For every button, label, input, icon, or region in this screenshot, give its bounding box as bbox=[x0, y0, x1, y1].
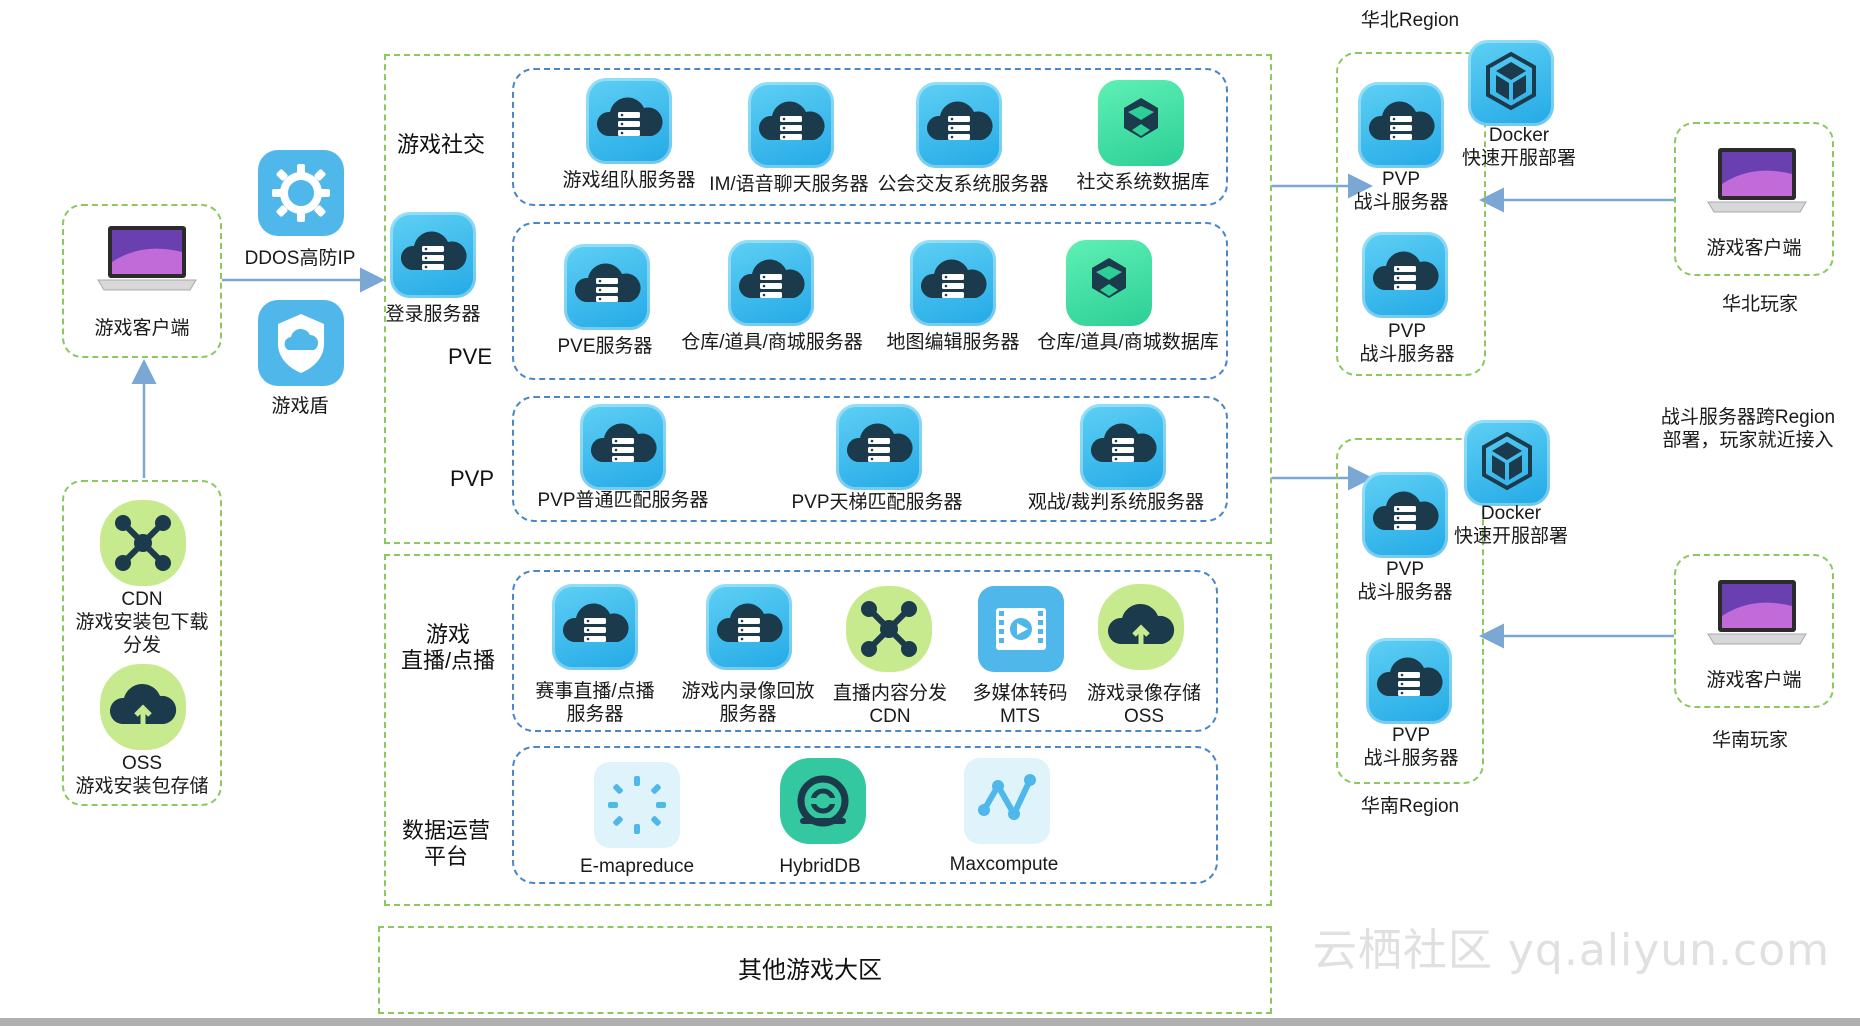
live-item-0: 赛事直播/点播 服务器 bbox=[535, 681, 655, 725]
pvp-title: PVP bbox=[449, 466, 495, 491]
mts-icon bbox=[978, 586, 1064, 672]
south-player-label: 华南玩家 bbox=[1711, 730, 1788, 751]
pvp-box bbox=[512, 396, 1228, 522]
replay-server-icon bbox=[706, 584, 792, 670]
data-item-0: E-mapreduce bbox=[579, 856, 695, 877]
social-item-3: 社交系统数据库 bbox=[1076, 172, 1210, 193]
north-region-box bbox=[1336, 52, 1486, 376]
pve-title: PVE bbox=[447, 344, 493, 369]
south-pvp-2-icon bbox=[1366, 638, 1452, 724]
hybriddb-icon bbox=[780, 758, 866, 844]
cdn-icon bbox=[100, 500, 186, 586]
install-box bbox=[62, 480, 222, 806]
maxcompute-icon bbox=[964, 758, 1050, 844]
ddos-icon bbox=[258, 150, 344, 236]
live-cdn-icon bbox=[846, 586, 932, 672]
laptop-icon bbox=[92, 222, 202, 302]
pve-box bbox=[512, 222, 1228, 380]
live-item-1: 游戏内录像回放 服务器 bbox=[681, 681, 815, 725]
warehouse-db-icon bbox=[1066, 240, 1152, 326]
warehouse-server-icon bbox=[728, 240, 814, 326]
social-box bbox=[512, 68, 1228, 206]
social-item-2: 公会交友系统服务器 bbox=[877, 174, 1049, 195]
region-note: 战斗服务器跨Region 部署，玩家就近接入 bbox=[1660, 407, 1836, 451]
live-item-4: 游戏录像存储 OSS bbox=[1086, 683, 1201, 727]
south-pvp-1-label: PVP 战斗服务器 bbox=[1357, 559, 1453, 603]
south-client-label: 游戏客户端 bbox=[1706, 670, 1802, 691]
south-region-label: 华南Region bbox=[1360, 796, 1460, 817]
south-pvp-2-label: PVP 战斗服务器 bbox=[1363, 725, 1459, 769]
north-docker-label: Docker 快速开服部署 bbox=[1461, 125, 1576, 169]
live-server-icon bbox=[552, 584, 638, 670]
social-item-0: 游戏组队服务器 bbox=[562, 170, 696, 191]
client-box-left bbox=[62, 204, 222, 358]
other-region-box bbox=[378, 926, 1272, 1014]
data-item-1: HybridDB bbox=[779, 856, 861, 877]
north-player-label: 华北玩家 bbox=[1721, 294, 1798, 315]
pve-item-3: 仓库/道具/商城数据库 bbox=[1037, 332, 1219, 353]
north-pvp-2-icon bbox=[1362, 232, 1448, 318]
bottom-scroll-edge bbox=[0, 1018, 1860, 1026]
guild-server-icon bbox=[916, 82, 1002, 168]
login-server-label: 登录服务器 bbox=[385, 304, 481, 325]
north-client-label: 游戏客户端 bbox=[1706, 238, 1802, 259]
oss-replay-icon bbox=[1098, 584, 1184, 670]
north-pvp-2-label: PVP 战斗服务器 bbox=[1359, 321, 1455, 365]
north-region-label: 华北Region bbox=[1360, 10, 1460, 31]
south-region-box bbox=[1336, 438, 1484, 784]
data-box bbox=[512, 746, 1218, 884]
pve-item-2: 地图编辑服务器 bbox=[886, 332, 1020, 353]
live-box bbox=[512, 570, 1218, 732]
login-server-icon bbox=[390, 212, 476, 298]
data-title: 数据运营 平台 bbox=[401, 818, 490, 869]
pve-item-1: 仓库/道具/商城服务器 bbox=[681, 332, 863, 353]
south-pvp-1-icon bbox=[1362, 472, 1448, 558]
north-client-box bbox=[1674, 122, 1834, 276]
pvp-ladder-icon bbox=[836, 404, 922, 490]
watermark: 云栖社区 yq.aliyun.com bbox=[1312, 925, 1830, 976]
pvp-item-0: PVP普通匹配服务器 bbox=[537, 490, 709, 511]
south-docker-label: Docker 快速开服部署 bbox=[1453, 503, 1568, 547]
south-docker-icon bbox=[1464, 420, 1550, 506]
other-title: 其他游戏大区 bbox=[738, 957, 882, 984]
spectator-icon bbox=[1080, 404, 1166, 490]
platform-region-box bbox=[384, 554, 1272, 906]
pvp-normal-icon bbox=[580, 404, 666, 490]
main-region-box bbox=[384, 54, 1272, 544]
south-laptop-icon bbox=[1702, 576, 1812, 656]
oss-install-icon bbox=[100, 664, 186, 750]
shield-label: 游戏盾 bbox=[271, 396, 329, 417]
shield-icon bbox=[258, 300, 344, 386]
north-pvp-1-label: PVP 战斗服务器 bbox=[1353, 169, 1449, 213]
pvp-item-2: 观战/裁判系统服务器 bbox=[1027, 492, 1205, 513]
social-item-1: IM/语音聊天服务器 bbox=[709, 174, 869, 195]
north-docker-icon bbox=[1468, 40, 1554, 126]
im-server-icon bbox=[748, 82, 834, 168]
south-client-box bbox=[1674, 554, 1834, 708]
north-laptop-icon bbox=[1702, 144, 1812, 224]
social-db-icon bbox=[1098, 80, 1184, 166]
ddos-label: DDOS高防IP bbox=[244, 248, 356, 269]
map-editor-icon bbox=[910, 240, 996, 326]
pve-item-0: PVE服务器 bbox=[557, 336, 653, 357]
emapreduce-icon bbox=[594, 762, 680, 848]
pve-server-icon bbox=[564, 244, 650, 330]
pvp-item-1: PVP天梯匹配服务器 bbox=[791, 492, 963, 513]
live-item-2: 直播内容分发 CDN bbox=[832, 683, 947, 727]
live-item-3: 多媒体转码 MTS bbox=[972, 683, 1068, 727]
oss-install-label: OSS 游戏安装包存储 bbox=[75, 753, 209, 797]
client-label-left: 游戏客户端 bbox=[94, 318, 190, 339]
social-title: 游戏社交 bbox=[396, 132, 485, 157]
live-title: 游戏 直播/点播 bbox=[400, 622, 496, 673]
cdn-label: CDN 游戏安装包下载 分发 bbox=[75, 589, 209, 656]
data-item-2: Maxcompute bbox=[949, 854, 1059, 875]
north-pvp-1-icon bbox=[1358, 82, 1444, 168]
team-server-icon bbox=[586, 78, 672, 164]
